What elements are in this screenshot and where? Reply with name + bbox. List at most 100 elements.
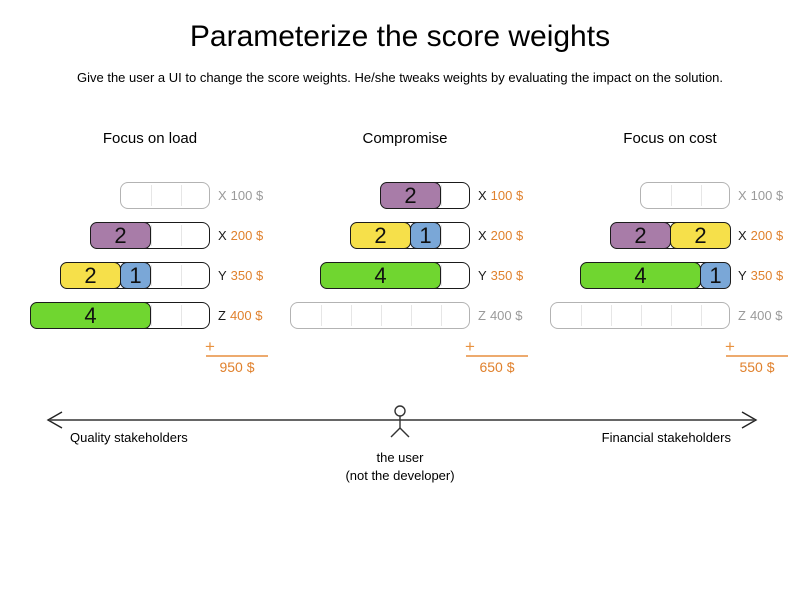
weight-block: 4 (320, 262, 441, 289)
cell-divider (411, 305, 412, 326)
cell-divider (321, 305, 322, 326)
weight-box (290, 302, 470, 329)
sum-total: 950 $ (219, 359, 255, 375)
weight-block: 2 (670, 222, 731, 249)
cell-divider (701, 305, 702, 326)
user-actor-icon (390, 405, 410, 438)
page-title: Parameterize the score weights (189, 20, 611, 53)
page-subtitle: Give the user a UI to change the score w… (76, 70, 724, 85)
cell-divider (641, 305, 642, 326)
weight-block: 2 (380, 182, 441, 209)
weight-block: 1 (120, 262, 151, 289)
constraint-letter: Z (218, 308, 226, 323)
constraint-letter: Z (478, 308, 486, 323)
weight-block: 2 (90, 222, 151, 249)
arrowhead-left-icon (46, 411, 63, 429)
sum-plus-sign: + (465, 337, 475, 356)
constraint-letter: X (218, 228, 227, 243)
axis-label-quality: Quality stakeholders (70, 430, 188, 445)
weight-box (640, 182, 730, 209)
sum-plus-sign: + (725, 337, 735, 356)
cell-divider (671, 305, 672, 326)
constraint-letter: X (738, 188, 747, 203)
constraint-cost: 400 $ (749, 308, 783, 323)
cell-divider (441, 185, 442, 206)
weight-box (120, 182, 210, 209)
cell-divider (181, 265, 182, 286)
constraint-letter: Z (738, 308, 746, 323)
cell-divider (701, 185, 702, 206)
constraint-letter: Y (218, 268, 227, 283)
constraint-letter: X (478, 188, 487, 203)
weight-box: 4 (320, 262, 470, 289)
sum-rule (466, 355, 528, 357)
constraint-cost: 400 $ (229, 308, 263, 323)
cell-divider (181, 185, 182, 206)
weight-box: 2 2 (610, 222, 731, 249)
weight-box: 2 1 (60, 262, 210, 289)
constraint-cost: 200 $ (490, 228, 524, 243)
weight-block: 4 (580, 262, 701, 289)
stakeholder-axis (46, 405, 758, 438)
sum-total: 650 $ (479, 359, 515, 375)
constraint-cost: 100 $ (750, 188, 784, 203)
weight-block: 4 (30, 302, 151, 329)
weight-block: 2 (350, 222, 411, 249)
cell-divider (181, 225, 182, 246)
constraint-letter: X (738, 228, 747, 243)
cell-divider (441, 305, 442, 326)
constraint-cost: 400 $ (489, 308, 523, 323)
axis-label-the-user: the user (376, 450, 424, 465)
constraint-cost: 100 $ (490, 188, 524, 203)
axis-label-not-developer: (not the developer) (345, 468, 455, 483)
constraint-cost: 350 $ (490, 268, 524, 283)
weight-box: 2 (380, 182, 470, 209)
constraint-cost: 200 $ (750, 228, 784, 243)
sum-rule (726, 355, 788, 357)
cell-divider (581, 305, 582, 326)
cell-divider (151, 305, 152, 326)
cell-divider (611, 305, 612, 326)
weight-box: 2 (90, 222, 210, 249)
weight-block: 2 (60, 262, 121, 289)
constraint-letter: X (478, 228, 487, 243)
constraint-cost: 200 $ (230, 228, 264, 243)
axis-label-financial: Financial stakeholders (601, 430, 731, 445)
cell-divider (151, 185, 152, 206)
cell-divider (381, 305, 382, 326)
weight-box: 2 1 (350, 222, 470, 249)
sum-plus-sign: + (205, 337, 215, 356)
cell-divider (351, 305, 352, 326)
cell-divider (441, 265, 442, 286)
weight-block: 2 (610, 222, 671, 249)
weight-block: 1 (700, 262, 731, 289)
cell-divider (671, 185, 672, 206)
constraint-cost: 350 $ (230, 268, 264, 283)
sum-rule (206, 355, 268, 357)
cell-divider (181, 305, 182, 326)
weight-box: 4 1 (580, 262, 731, 289)
cell-divider (151, 265, 152, 286)
cell-divider (441, 225, 442, 246)
weight-box: 4 (30, 302, 210, 329)
sum-total: 550 $ (739, 359, 775, 375)
weight-block: 1 (410, 222, 441, 249)
cell-divider (151, 225, 152, 246)
constraint-cost: 350 $ (750, 268, 784, 283)
constraint-cost: 100 $ (230, 188, 264, 203)
panel-title-focus-on-cost: Focus on cost (623, 130, 717, 147)
constraint-letter: Y (738, 268, 747, 283)
constraint-letter: X (218, 188, 227, 203)
